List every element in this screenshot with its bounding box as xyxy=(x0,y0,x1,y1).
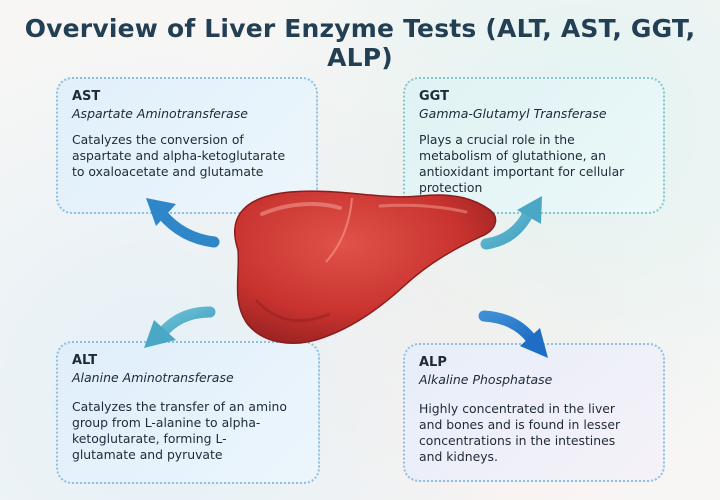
card-ast-abbr: AST xyxy=(72,89,101,104)
card-alt-name: Alanine Aminotransferase xyxy=(72,370,234,385)
desc-line: Plays a crucial role in the xyxy=(419,132,575,147)
card-ggt-name: Gamma-Glutamyl Transferase xyxy=(419,106,607,121)
card-alt: ALT Alanine Aminotransferase Catalyzes t… xyxy=(56,341,320,484)
desc-line: protection xyxy=(419,180,483,195)
page-title: Overview of Liver Enzyme Tests (ALT, AST… xyxy=(24,14,696,72)
arrow-to-ggt-icon xyxy=(480,196,542,250)
desc-line: Highly concentrated in the liver xyxy=(419,401,615,416)
desc-line: metabolism of glutathione, an xyxy=(419,148,606,163)
card-ggt-abbr: GGT xyxy=(419,89,449,104)
desc-line: and bones and is found in lesser xyxy=(419,417,621,432)
desc-line: group from L-alanine to alpha- xyxy=(72,415,261,430)
desc-line: aspartate and alpha-ketoglutarate xyxy=(72,148,286,163)
desc-line: and kidneys. xyxy=(419,449,498,464)
card-alp-description: Highly concentrated in the liver and bon… xyxy=(419,401,651,465)
desc-line: antioxidant important for cellular xyxy=(419,164,625,179)
desc-line: to oxaloacetate and glutamate xyxy=(72,164,264,179)
desc-line: Catalyzes the transfer of an amino xyxy=(72,399,287,414)
arrow-to-ast-icon xyxy=(146,198,220,248)
card-ast-name: Aspartate Aminotransferase xyxy=(72,106,248,121)
card-alt-description: Catalyzes the transfer of an amino group… xyxy=(72,399,306,463)
card-ast: AST Aspartate Aminotransferase Catalyzes… xyxy=(56,77,318,214)
card-ggt: GGT Gamma-Glutamyl Transferase Plays a c… xyxy=(403,77,665,214)
card-ast-description: Catalyzes the conversion of aspartate an… xyxy=(72,132,304,180)
card-alp-abbr: ALP xyxy=(419,355,447,370)
arrow-to-alp-icon xyxy=(478,310,548,358)
card-alt-abbr: ALT xyxy=(72,353,98,368)
desc-line: Catalyzes the conversion of xyxy=(72,132,244,147)
arrow-to-alt-icon xyxy=(144,306,216,348)
desc-line: ketoglutarate, forming L- xyxy=(72,431,227,446)
desc-line: concentrations in the intestines xyxy=(419,433,616,448)
card-ggt-description: Plays a crucial role in the metabolism o… xyxy=(419,132,651,196)
desc-line: glutamate and pyruvate xyxy=(72,447,223,462)
card-alp-name: Alkaline Phosphatase xyxy=(419,372,553,387)
liver-icon xyxy=(233,190,497,344)
